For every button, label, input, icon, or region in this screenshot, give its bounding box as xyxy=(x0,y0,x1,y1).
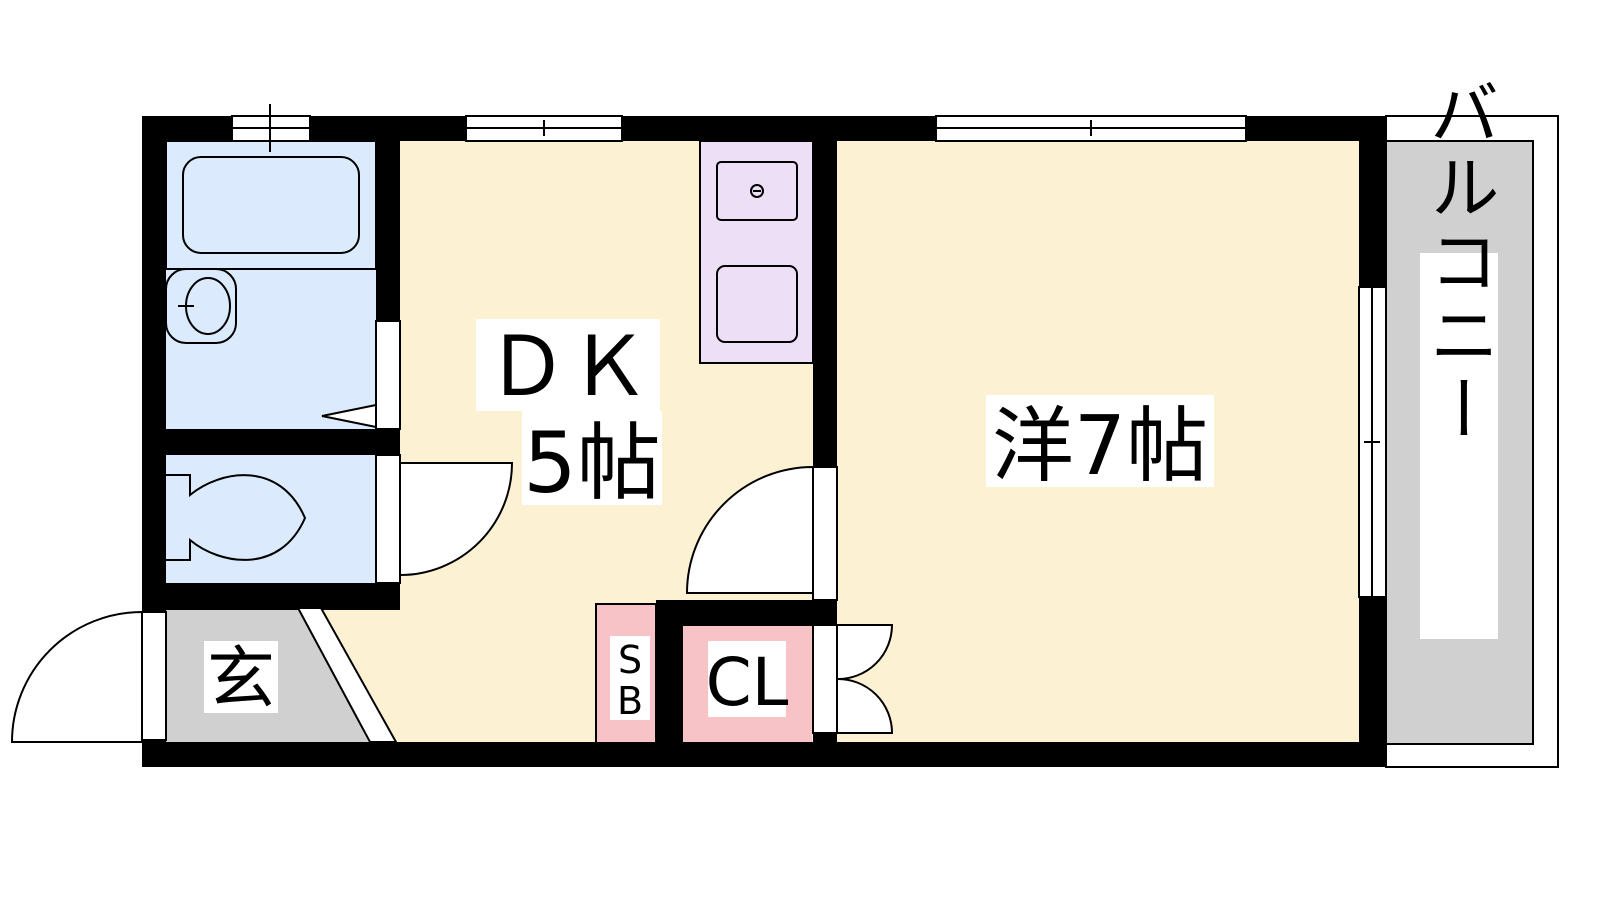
washbasin-icon xyxy=(165,268,376,344)
dk-size: 5帖 xyxy=(523,414,660,512)
shoe-box-line1: S xyxy=(618,638,642,682)
toilet-icon xyxy=(166,474,307,561)
sink-icon xyxy=(716,161,798,221)
shoe-box-line2: B xyxy=(617,679,643,723)
entrance-name: 玄 xyxy=(207,640,275,719)
doors xyxy=(10,320,894,743)
western-label: 洋7帖 xyxy=(986,395,1214,494)
stove-icon xyxy=(716,265,798,343)
kitchen-counter xyxy=(699,140,814,364)
balcony-name: バルコニー xyxy=(1418,77,1500,447)
balcony-label: バルコニー xyxy=(1418,77,1500,639)
bath-floor xyxy=(166,141,376,431)
closet-name: CL xyxy=(706,644,789,721)
western-name: 洋7帖 xyxy=(992,399,1208,494)
entrance-label: 玄 xyxy=(204,640,278,719)
dk-label: ＤＫ 5帖 xyxy=(476,319,662,512)
windows xyxy=(231,104,1559,768)
dk-name: ＤＫ xyxy=(486,320,650,415)
shoe-box-label: S B xyxy=(610,636,650,723)
closet-label: CL xyxy=(706,641,789,721)
toilet-floor xyxy=(166,455,376,583)
